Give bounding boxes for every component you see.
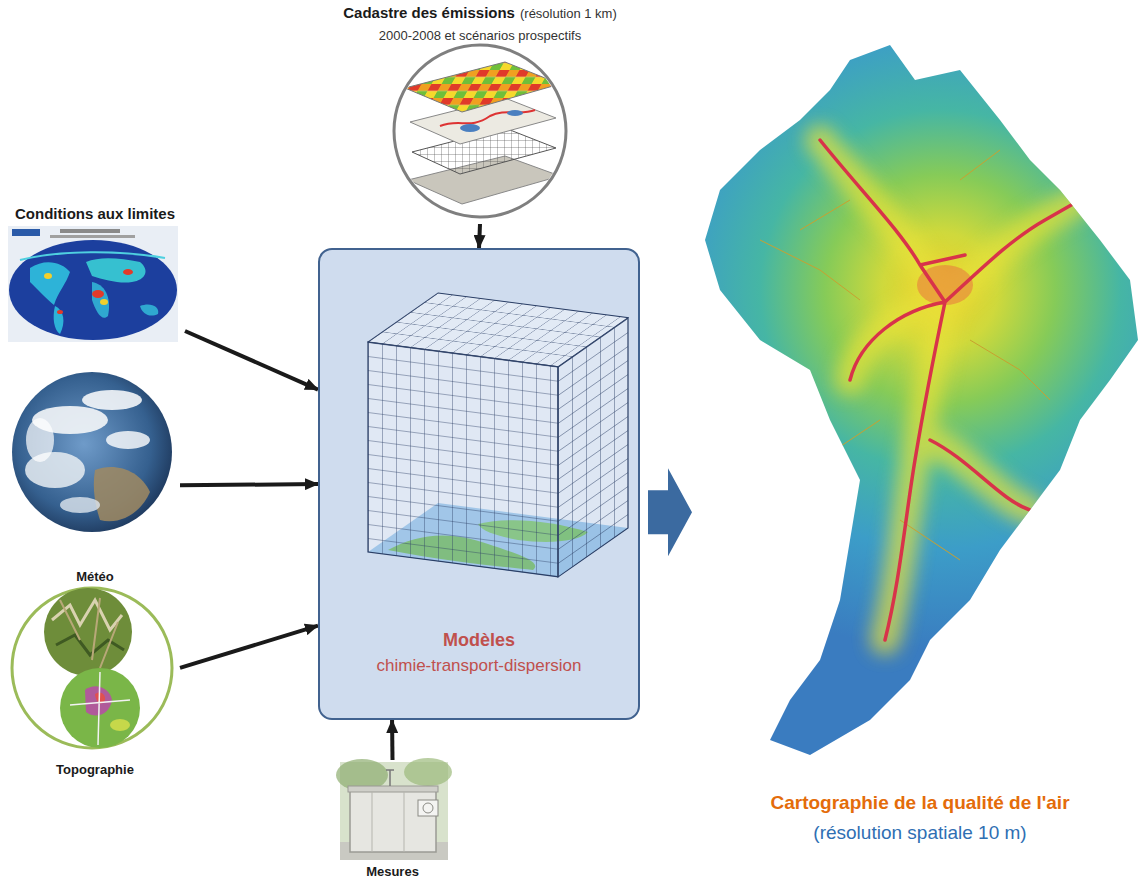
territory-outline [705, 45, 1138, 755]
text-row: Modèles [320, 630, 638, 651]
text-row: chimie-transport-dispersion [320, 656, 638, 676]
node-subtext: 2000-2008 et scénarios prospectifs [379, 28, 581, 43]
text-row: Conditions aux limites [5, 205, 185, 223]
node-heading: Mesures [366, 864, 419, 879]
text-row: Cartographie de la qualité de l'air [700, 792, 1140, 814]
input-arrow [479, 224, 480, 248]
global-map-illustration [8, 226, 178, 342]
emission-grid-layer [405, 62, 560, 112]
node-subtext: chimie-transport-dispersion [376, 656, 581, 676]
road-network [820, 140, 1080, 640]
text-row: Cadastre des émissions (résolution 1 km) [320, 4, 640, 22]
node-heading: Météo [76, 569, 114, 584]
land-use-map [60, 668, 140, 748]
node-heading: Cartographie de la qualité de l'air [770, 792, 1069, 814]
text-row: Topographie [10, 760, 180, 778]
model-box: Modèles chimie-transport-dispersion [318, 248, 640, 720]
weather-input: Météo [10, 372, 180, 590]
node-heading: Topographie [56, 762, 134, 777]
relief-map [44, 588, 132, 676]
input-arrow [180, 484, 318, 485]
emission-circle [394, 45, 566, 217]
topography-input: Topographie [10, 588, 180, 783]
input-arrow [390, 720, 394, 760]
text-row: 2000-2008 et scénarios prospectifs [320, 26, 640, 44]
measurement-station-illustration [336, 758, 452, 860]
text-row: (résolution spatiale 10 m) [700, 822, 1140, 844]
map-frame [8, 226, 178, 342]
node-heading: Conditions aux limites [15, 205, 175, 222]
node-heading: Modèles [443, 630, 515, 651]
text-row: Mesures [335, 862, 450, 880]
model-box-fill [319, 249, 639, 719]
output-map: Cartographie de la qualité de l'air (réso… [700, 40, 1140, 850]
earth-disc [12, 372, 172, 532]
input-arrow [180, 626, 318, 668]
emission-layers-illustration [394, 45, 566, 217]
boundary-input: Conditions aux limites [5, 205, 185, 345]
station-shelter [350, 790, 436, 852]
input-arrow [185, 331, 318, 390]
satellite-earth-illustration [12, 372, 172, 532]
text-row: Météo [10, 567, 180, 585]
topography-illustration [12, 588, 172, 748]
air-quality-map [705, 45, 1138, 755]
node-heading: Cadastre des émissions [343, 4, 515, 21]
node-subtext: (résolution spatiale 10 m) [813, 822, 1026, 844]
model-grid-illustration [368, 293, 628, 577]
globe-ocean [9, 240, 177, 340]
node-subtext: (résolution 1 km) [520, 6, 617, 21]
block-arrow [648, 468, 692, 556]
emission-input: Cadastre des émissions (résolution 1 km) 2… [320, 4, 640, 224]
measurement-input: Mesures [335, 760, 450, 882]
topography-circle [12, 588, 172, 748]
